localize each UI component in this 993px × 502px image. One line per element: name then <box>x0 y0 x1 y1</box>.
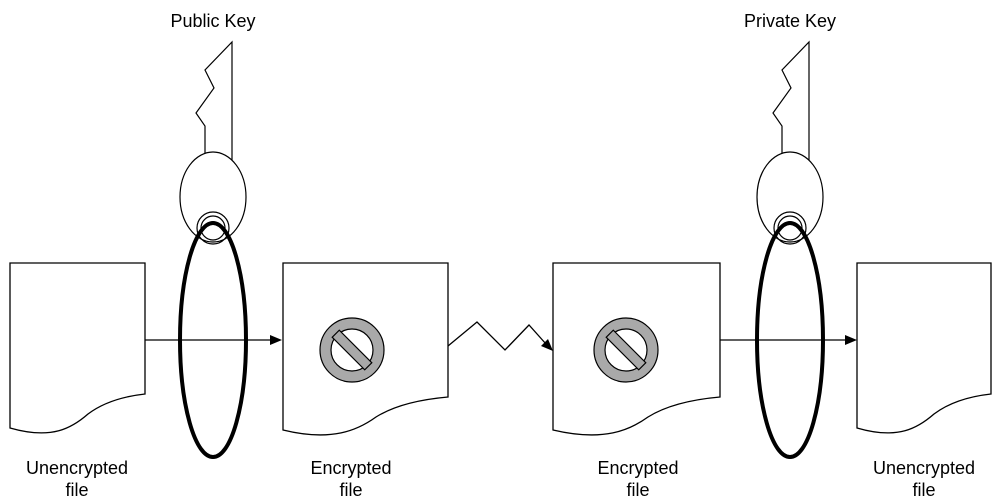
public-key-label: Public Key <box>170 11 255 31</box>
public-key-icon <box>179 40 247 245</box>
transmission-arrow <box>447 321 553 351</box>
public-key-ring <box>178 221 248 459</box>
file-label-line1: Unencrypted <box>26 458 128 478</box>
file-label-line1: Unencrypted <box>873 458 975 478</box>
private-key-icon <box>756 40 824 245</box>
file-label-1: Unencrypted file <box>26 458 128 500</box>
decrypt-arrow <box>720 335 857 345</box>
no-entry-icon-2 <box>593 317 659 383</box>
file-label-line2: file <box>65 480 88 500</box>
file-label-4: Unencrypted file <box>873 458 975 500</box>
private-key-label: Private Key <box>744 11 836 31</box>
no-entry-icon <box>319 317 385 383</box>
file-label-line1: Encrypted <box>310 458 391 478</box>
encrypt-arrow <box>145 335 282 345</box>
file-label-line1: Encrypted <box>597 458 678 478</box>
file-label-line2: file <box>339 480 362 500</box>
file-label-2: Encrypted file <box>310 458 391 500</box>
file-label-line2: file <box>912 480 935 500</box>
unencrypted-file-document-icon <box>9 262 146 434</box>
private-key-ring <box>755 221 825 459</box>
file-label-line2: file <box>626 480 649 500</box>
file-label-3: Encrypted file <box>597 458 678 500</box>
unencrypted-file-document-icon-2 <box>856 262 992 434</box>
